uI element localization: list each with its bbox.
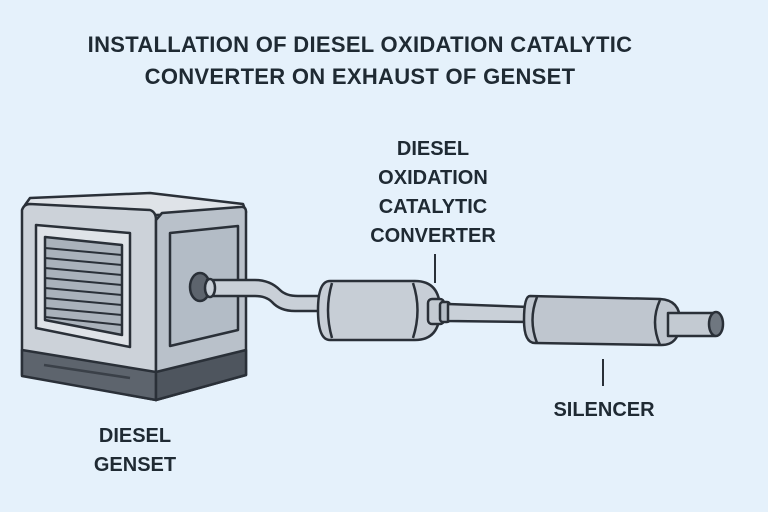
silencer-illustration xyxy=(522,294,725,347)
genset-label: DIESEL GENSET xyxy=(75,422,195,480)
genset-label-line: GENSET xyxy=(93,454,177,476)
catalytic-converter-illustration xyxy=(316,279,452,342)
converter-label-line: CATALYTIC xyxy=(378,196,488,218)
title-line-2: CONVERTER ON EXHAUST OF GENSET xyxy=(144,64,576,89)
connecting-pipe xyxy=(446,302,532,324)
converter-label-line: OXIDATION xyxy=(378,167,488,189)
genset-label-line: DIESEL xyxy=(98,425,172,447)
title-line-1: INSTALLATION OF DIESEL OXIDATION CATALYT… xyxy=(87,32,633,57)
silencer-label: SILENCER xyxy=(553,399,655,421)
louvers xyxy=(44,247,123,326)
converter-label-line: CONVERTER xyxy=(370,225,496,247)
diesel-genset-illustration xyxy=(20,191,248,402)
converter-label-line: DIESEL xyxy=(396,138,470,160)
converter-label: DIESEL OXIDATION CATALYTIC CONVERTER xyxy=(352,135,514,251)
